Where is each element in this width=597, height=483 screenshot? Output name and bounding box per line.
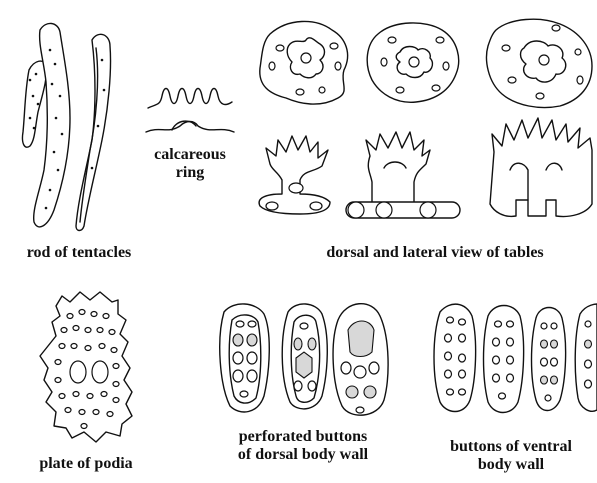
label-plate-of-podia: plate of podia	[14, 455, 158, 473]
dorsal-button-1	[220, 304, 270, 412]
table-lateral-view-1	[259, 136, 330, 214]
table-lateral-view-3	[490, 118, 592, 217]
label-dorsal-buttons-line2: of dorsal body wall	[196, 446, 410, 464]
label-ventral-buttons-line1: buttons of ventral	[426, 438, 596, 456]
label-ventral-buttons: buttons of ventral body wall	[426, 438, 596, 475]
ventral-button-2	[484, 306, 524, 413]
ventral-button-1	[434, 304, 476, 411]
table-dorsal-view-3	[487, 19, 592, 107]
table-dorsal-view-1	[260, 21, 348, 104]
dorsal-button-3	[333, 304, 388, 416]
table-lateral-view-2	[346, 132, 460, 218]
label-calcareous-ring-line2: ring	[138, 164, 242, 182]
tentacle-rod-small	[22, 61, 46, 147]
table-dorsal-view-2	[367, 23, 458, 102]
tentacle-rod-large	[34, 23, 70, 226]
calcareous-ring	[146, 89, 234, 133]
label-rod-of-tentacles: rod of tentacles	[2, 244, 156, 262]
label-calcareous-ring: calcareous ring	[138, 146, 242, 183]
label-dorsal-buttons: perforated buttons of dorsal body wall	[196, 428, 410, 465]
tentacle-rods	[22, 23, 110, 230]
label-calcareous-ring-line1: calcareous	[138, 146, 242, 164]
label-tables: dorsal and lateral view of tables	[285, 244, 585, 262]
label-dorsal-buttons-line1: perforated buttons	[196, 428, 410, 446]
podia-plate	[40, 292, 132, 442]
dorsal-button-2	[282, 304, 327, 409]
label-ventral-buttons-line2: body wall	[426, 456, 596, 474]
ventral-button-4-partial	[575, 304, 597, 411]
ventral-button-3	[532, 308, 566, 411]
